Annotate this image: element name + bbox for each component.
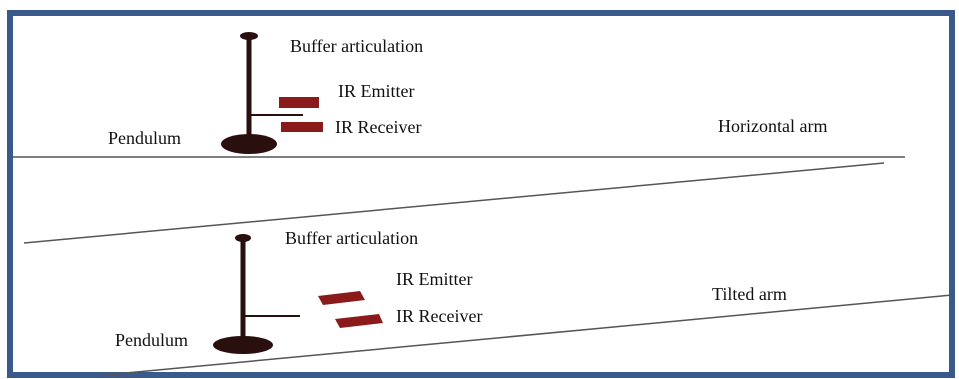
top-pendulum-cap xyxy=(240,32,258,40)
top-pendulum-label: Pendulum xyxy=(108,128,181,148)
top-pendulum-base xyxy=(221,134,277,154)
top-receiver-label: IR Receiver xyxy=(335,117,421,137)
top-ir-emitter-block xyxy=(279,97,319,108)
top-ir-receiver-block xyxy=(281,122,323,132)
bottom-buffer-label: Buffer articulation xyxy=(285,228,418,248)
bottom-receiver-label: IR Receiver xyxy=(396,306,482,326)
top-buffer-label: Buffer articulation xyxy=(290,36,423,56)
bottom-panel: Buffer articulation IR Emitter IR Receiv… xyxy=(104,228,953,376)
horizontal-arm-label: Horizontal arm xyxy=(718,116,827,136)
bottom-pendulum-cap xyxy=(235,234,251,242)
bottom-ir-emitter-block xyxy=(318,291,365,305)
bottom-emitter-label: IR Emitter xyxy=(396,269,472,289)
bottom-pendulum-label: Pendulum xyxy=(115,330,188,350)
tilted-arm-label: Tilted arm xyxy=(712,284,787,304)
bottom-pendulum-base xyxy=(213,336,273,354)
top-emitter-label: IR Emitter xyxy=(338,81,414,101)
bottom-ir-receiver-block xyxy=(335,314,383,328)
tilted-arm-line xyxy=(104,294,953,376)
diagram-frame xyxy=(7,10,955,378)
top-panel: Buffer articulation IR Emitter IR Receiv… xyxy=(12,32,905,158)
panel-divider-line xyxy=(23,162,885,244)
